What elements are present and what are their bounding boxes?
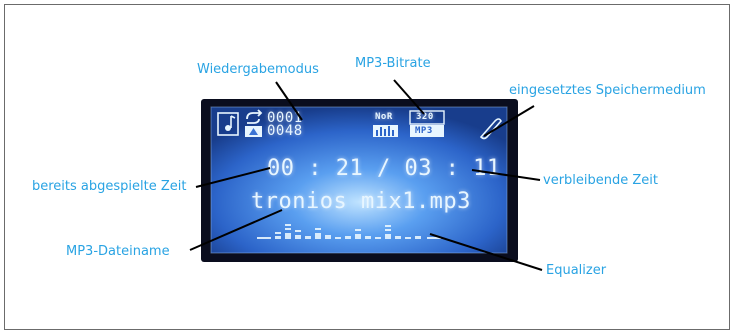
bitrate-box [409, 110, 445, 137]
label-playback-mode: Wiedergabemodus [197, 62, 319, 77]
leader-storage [483, 105, 535, 137]
leader-elapsed [195, 167, 271, 188]
label-equalizer: Equalizer [546, 263, 607, 278]
leader-filename [189, 209, 283, 251]
eq-bars-icon [373, 125, 398, 137]
figure-frame [4, 4, 730, 330]
lcd-display: 0001 0048 NoR 320 MP3 00 : 21 / 03 : 11 … [201, 99, 518, 262]
bitrate-value: 320 [416, 112, 434, 122]
filename-readout: tronios mix1.mp3 [251, 189, 471, 214]
time-readout: 00 : 21 / 03 : 11 [267, 156, 501, 181]
leader-playback-mode [275, 81, 303, 121]
leader-bitrate [393, 79, 425, 115]
storage-card-icon [479, 118, 502, 140]
label-storage-medium: eingesetztes Speichermedium [509, 83, 706, 98]
track-number: 0001 [267, 110, 303, 126]
lcd-screen-graphics [210, 106, 508, 254]
label-bitrate: MP3-Bitrate [355, 56, 431, 71]
label-remaining-time: verbleibende Zeit [543, 173, 658, 188]
equalizer-bars [257, 224, 441, 239]
eq-mode: NoR [375, 112, 393, 122]
track-total: 0048 [267, 123, 303, 139]
leader-equalizer [429, 233, 543, 271]
music-note-icon [217, 112, 239, 136]
label-elapsed-time: bereits abgespielte Zeit [32, 179, 187, 194]
repeat-mode-icon [245, 109, 263, 137]
label-filename: MP3-Dateiname [66, 244, 170, 259]
leader-remaining [471, 169, 541, 181]
format-badge: MP3 [415, 126, 433, 136]
